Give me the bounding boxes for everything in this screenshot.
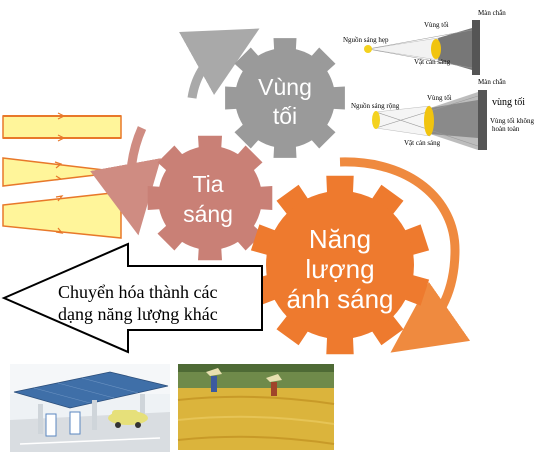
light-ray-beams <box>2 112 122 239</box>
shadow-diagram-wide-source: Màn chắn Nguồn sáng rộng Vùng tối vùng t… <box>351 78 534 150</box>
gear-hub <box>158 146 262 250</box>
gear-light-energy-label-1: Năng <box>309 224 371 254</box>
gear-light-ray-label-2: sáng <box>183 201 233 227</box>
wide-dark-zone-label: vùng tối <box>492 97 525 108</box>
wide-partial-zone-label-1: Vùng tối không <box>490 117 534 125</box>
narrow-source-label: Nguồn sáng hẹp <box>343 36 389 44</box>
narrow-screen-label: Màn chắn <box>478 9 506 17</box>
diverging-beam <box>2 191 122 239</box>
gear-dark-zone <box>225 38 345 158</box>
gear-hub <box>266 191 414 339</box>
wide-source-label: Nguồn sáng rộng <box>351 102 400 110</box>
wide-dark-zone-inner-label: Vùng tối <box>427 94 452 102</box>
conversion-arrow-line-2: dạng năng lượng khác <box>58 304 218 324</box>
shadow-diagram-narrow-source: Màn chắn Nguồn sáng hẹp Vùng tối Vật cản… <box>343 9 506 75</box>
conversion-arrow: Chuyển hóa thành các dạng năng lượng khá… <box>1 242 263 354</box>
solar-station-photo <box>10 364 170 452</box>
narrow-dark-zone-label: Vùng tối <box>424 21 449 29</box>
gear-dark-zone-label-1: Vùng <box>258 74 312 100</box>
gear-light-energy-label-3: ánh sáng <box>287 284 394 314</box>
narrow-obstacle-label: Vật cản sáng <box>414 58 451 66</box>
wide-partial-zone-label-2: hoàn toàn <box>492 125 520 133</box>
converging-beam <box>2 157 122 187</box>
wide-light-source <box>372 111 380 129</box>
gear-light-energy-label-2: lượng <box>305 254 374 284</box>
rose-cycle-arrow <box>90 126 161 236</box>
gray-cycle-arrow <box>179 28 260 99</box>
wide-obstacle <box>424 106 434 136</box>
orange-cycle-arrow <box>339 157 471 353</box>
wide-screen-label: Màn chắn <box>478 78 506 86</box>
narrow-light-source <box>364 45 372 53</box>
parallel-beam <box>2 112 122 142</box>
rice-drying-photo <box>177 364 335 450</box>
narrow-obstacle <box>431 39 441 59</box>
gear-light-ray-label-1: Tia <box>192 171 223 197</box>
wide-obstacle-label: Vật cản sáng <box>404 139 441 147</box>
conversion-arrow-line-1: Chuyển hóa thành các <box>58 282 217 302</box>
gear-hub <box>235 48 335 148</box>
gear-dark-zone-label-2: tối <box>273 103 297 129</box>
gear-light-ray <box>147 135 273 261</box>
gear-light-energy <box>250 175 430 355</box>
